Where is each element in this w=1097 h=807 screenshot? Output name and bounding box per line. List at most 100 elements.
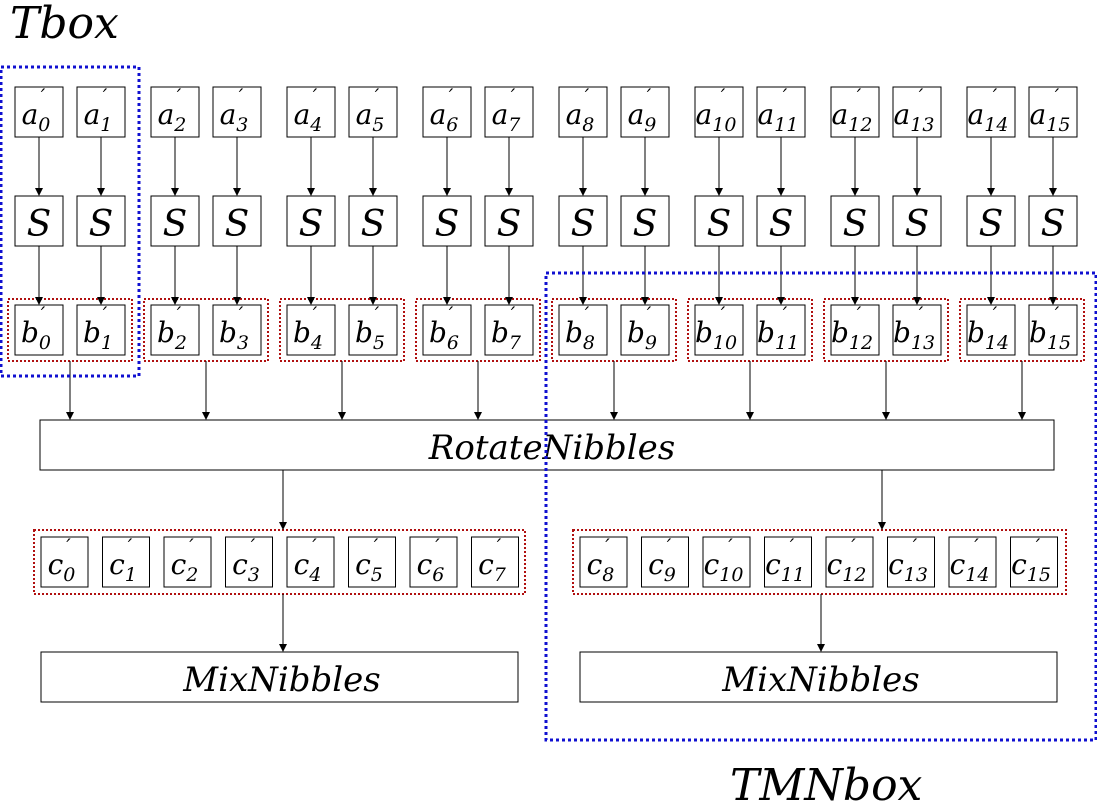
c-output-13-prime: ′: [913, 534, 918, 558]
b-output-11: b11′: [756, 302, 806, 356]
a-input-4: a4′: [286, 84, 336, 138]
c-output-1-label: c1: [109, 548, 137, 586]
b-output-10: b10′: [694, 302, 744, 356]
arrow-s-to-b-4: [307, 246, 315, 305]
c-output-4: c4′: [286, 534, 335, 588]
c-output-14: c14′: [948, 534, 997, 588]
s-box-label-13: S: [905, 204, 930, 245]
tmnbox-boundary: [544, 271, 1097, 742]
arrow-a-to-s-6: [443, 137, 451, 196]
a-input-13: a13′: [892, 84, 942, 138]
a-input-1-prime: ′: [103, 84, 108, 108]
b-output-1-label: b1: [83, 316, 113, 354]
arrow-s-to-b-12: [851, 246, 859, 305]
b-output-9-prime: ′: [647, 302, 652, 326]
arrow-s-to-b-14: [987, 246, 995, 305]
c-output-13: c13′: [887, 534, 935, 588]
a-input-2-prime: ′: [177, 84, 182, 108]
c-output-10-label: c10: [704, 548, 744, 586]
a-input-12: a12′: [830, 84, 880, 138]
c-output-9: c9′: [641, 534, 689, 588]
a-input-7-label: a7: [492, 98, 522, 136]
a-input-15-prime: ′: [1055, 84, 1060, 108]
a-input-4-label: a4: [294, 98, 323, 136]
arrow-a-to-s-7: [505, 137, 513, 196]
c-output-10: c10′: [702, 534, 751, 588]
c-output-6-prime: ′: [435, 534, 440, 558]
s-box-label-10: S: [707, 204, 732, 245]
b-output-0: b0′: [14, 302, 64, 356]
c-output-14-label: c14: [950, 548, 990, 586]
arrow-a-to-s-9: [641, 137, 649, 196]
c-output-2-prime: ′: [189, 534, 194, 558]
b-output-15: b15′: [1028, 302, 1078, 356]
a-input-11-prime: ′: [783, 84, 788, 108]
b-output-11-prime: ′: [783, 302, 788, 326]
b-output-14: b14′: [966, 302, 1016, 356]
arrow-b-pair-to-rotate-1: [202, 361, 210, 420]
b-output-5-label: b5: [355, 316, 385, 354]
b-output-5-prime: ′: [375, 302, 380, 326]
s-box-14: S: [966, 195, 1016, 247]
b-output-8-prime: ′: [585, 302, 590, 326]
arrow-a-to-s-3: [233, 137, 241, 196]
s-box-label-1: S: [89, 204, 114, 245]
b-output-12: b12′: [830, 302, 880, 356]
tbox-title: Tbox: [10, 0, 119, 49]
a-input-11: a11′: [756, 84, 806, 138]
c-output-9-prime: ′: [667, 534, 672, 558]
arrow-c-left-to-mix: [279, 594, 287, 652]
b-output-14-label: b14: [967, 316, 1009, 354]
c-output-3-label: c3: [232, 548, 260, 586]
c-output-11-label: c11: [765, 548, 805, 586]
c-output-1-prime: ′: [128, 534, 133, 558]
b-output-2-prime: ′: [177, 302, 182, 326]
a-input-8-label: a8: [566, 98, 595, 136]
a-input-7: a7′: [484, 84, 534, 138]
arrow-b-pair-to-rotate-5: [746, 361, 754, 420]
c-output-4-prime: ′: [312, 534, 317, 558]
a-input-3: a3′: [212, 84, 262, 138]
arrow-a-to-s-8: [579, 137, 587, 196]
a-input-9: a9′: [620, 84, 670, 138]
arrow-s-to-b-8: [579, 246, 587, 305]
s-box-label-6: S: [435, 204, 460, 245]
c-output-12-label: c12: [827, 548, 867, 586]
b-output-7-label: b7: [491, 316, 522, 354]
s-box-9: S: [620, 195, 670, 247]
b-output-14-prime: ′: [993, 302, 998, 326]
arrow-a-to-s-4: [307, 137, 315, 196]
b-output-3: b3′: [212, 302, 262, 356]
b-output-4-label: b4: [293, 316, 323, 354]
c-output-4-label: c4: [294, 548, 322, 586]
arrow-s-to-b-13: [913, 246, 921, 305]
b-output-0-prime: ′: [41, 302, 46, 326]
b-output-4: b4′: [286, 302, 336, 356]
a-input-3-label: a3: [220, 98, 249, 136]
arrow-b-pair-to-rotate-2: [338, 361, 346, 420]
b-output-7: b7′: [484, 302, 534, 356]
a-input-1: a1′: [76, 84, 126, 138]
s-box-label-4: S: [299, 204, 324, 245]
a-input-15-label: a15: [1030, 98, 1071, 136]
arrow-a-to-s-2: [171, 137, 179, 196]
arrow-a-to-s-1: [97, 137, 105, 196]
c-output-13-label: c13: [888, 548, 928, 586]
c-output-1: c1′: [102, 534, 150, 588]
b-output-8-label: b8: [565, 316, 595, 354]
b-output-9: b9′: [620, 302, 670, 356]
a-input-5-prime: ′: [375, 84, 380, 108]
a-input-2-label: a2: [158, 98, 187, 136]
s-box-label-2: S: [163, 204, 188, 245]
a-input-14-label: a14: [968, 98, 1009, 136]
a-input-12-prime: ′: [857, 84, 862, 108]
a-input-10: a10′: [694, 84, 744, 138]
b-output-7-prime: ′: [511, 302, 516, 326]
a-input-8: a8′: [558, 84, 608, 138]
c-output-8: c8′: [579, 534, 628, 588]
c-output-3: c3′: [225, 534, 273, 588]
s-box-label-3: S: [225, 204, 250, 245]
arrow-s-to-b-0: [35, 246, 43, 305]
a-input-14: a14′: [966, 84, 1016, 138]
s-box-label-15: S: [1041, 204, 1066, 245]
